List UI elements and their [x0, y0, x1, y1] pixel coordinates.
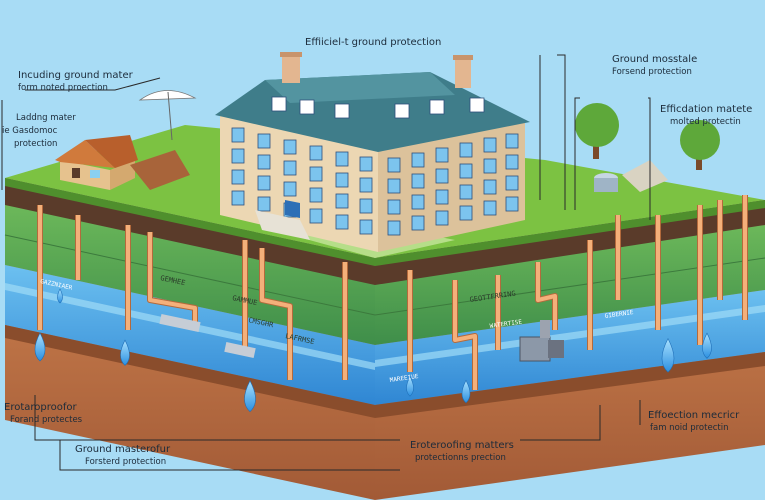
water-drop [244, 380, 256, 413]
callout-leaders [1, 54, 651, 471]
water-droplets [34, 288, 712, 413]
pipe [453, 280, 477, 390]
right-facade-windows [387, 133, 519, 236]
window [411, 173, 425, 189]
window [359, 198, 373, 214]
window [411, 152, 425, 168]
diagram-title: Effiiciel-t ground protection [305, 37, 441, 48]
window [257, 154, 271, 170]
left-facade-windows [231, 127, 373, 235]
tag-blue-right: WATERTISE [489, 318, 523, 330]
callout-right-1: Efficdation matete [660, 104, 752, 115]
window [459, 142, 473, 158]
tag-blue-mid: MAREEIUE [389, 373, 419, 384]
window [411, 194, 425, 210]
umbrella [138, 90, 197, 141]
window [483, 179, 497, 195]
window [335, 151, 349, 167]
drain-pipe-segment [159, 313, 256, 359]
window [309, 187, 323, 203]
callout-right-2: molted protectin [670, 117, 741, 127]
water-drop [57, 288, 63, 304]
window [309, 208, 323, 224]
pipe [260, 248, 292, 380]
callout-top-right-1: Ground mosstale [612, 54, 697, 65]
window [483, 158, 497, 174]
window [309, 166, 323, 182]
pump-device [519, 320, 564, 362]
window [335, 193, 349, 209]
window [309, 145, 323, 161]
window [459, 184, 473, 200]
window [505, 196, 519, 212]
window [335, 172, 349, 188]
window [359, 219, 373, 235]
callout-top-left-2: form noted proection [18, 83, 108, 93]
window [231, 127, 245, 143]
callout-bottom-left-2: Forand protectes [10, 415, 83, 425]
pipe [536, 262, 557, 330]
window [387, 178, 401, 194]
callout-bottom-left-1: Erotaroproofor [4, 402, 78, 413]
soil-block-left-face [4, 178, 376, 500]
window [231, 190, 245, 206]
window [411, 215, 425, 231]
window [257, 133, 271, 149]
window [505, 133, 519, 149]
callout-top-left-1: Incuding ground mater [18, 70, 134, 81]
window [505, 154, 519, 170]
water-drop [34, 332, 46, 362]
window [283, 181, 297, 197]
small-house [55, 135, 190, 190]
window [483, 137, 497, 153]
window [257, 175, 271, 191]
storage-tank [594, 160, 668, 192]
tag-blue-far-right: GIBERNIE [604, 309, 634, 320]
callout-left-1: Laddng mater [16, 113, 76, 123]
water-drop [120, 339, 130, 366]
window [505, 175, 519, 191]
callout-bottom-mid-1: Ground masterofur [75, 444, 171, 455]
callout-bottom-mid-2: Forsterd protection [85, 457, 166, 467]
window [335, 214, 349, 230]
water-drop [702, 332, 712, 359]
callout-bottom-right-1: Effoection mecricr [648, 410, 740, 421]
callout-bottom-center-2: protectionns prection [415, 453, 506, 463]
window [435, 210, 449, 226]
water-drop [461, 379, 471, 404]
callout-bottom-center-1: Eroteroofing matters [410, 440, 514, 451]
window [459, 163, 473, 179]
callout-left-2: ie Gasdomoc [2, 126, 58, 136]
callout-labels: Effiiciel-t ground protection Incuding g… [2, 37, 752, 467]
trees [575, 103, 720, 170]
main-building [215, 52, 530, 252]
window [387, 220, 401, 236]
window [387, 199, 401, 215]
window [257, 196, 271, 212]
pipe [148, 232, 197, 330]
callout-top-right-2: Forsend protection [612, 67, 692, 77]
window [387, 157, 401, 173]
callout-left-3: protection [14, 139, 57, 149]
window [435, 189, 449, 205]
window [231, 169, 245, 185]
window [459, 205, 473, 221]
window [435, 168, 449, 184]
window [435, 147, 449, 163]
window [483, 200, 497, 216]
window [283, 139, 297, 155]
callout-bottom-right-2: fam noid protectin [650, 423, 728, 433]
drainage-pipes [37, 195, 748, 390]
window [359, 177, 373, 193]
water-drop [661, 337, 675, 373]
water-drop [406, 375, 414, 397]
window [283, 160, 297, 176]
window [359, 156, 373, 172]
window [231, 148, 245, 164]
